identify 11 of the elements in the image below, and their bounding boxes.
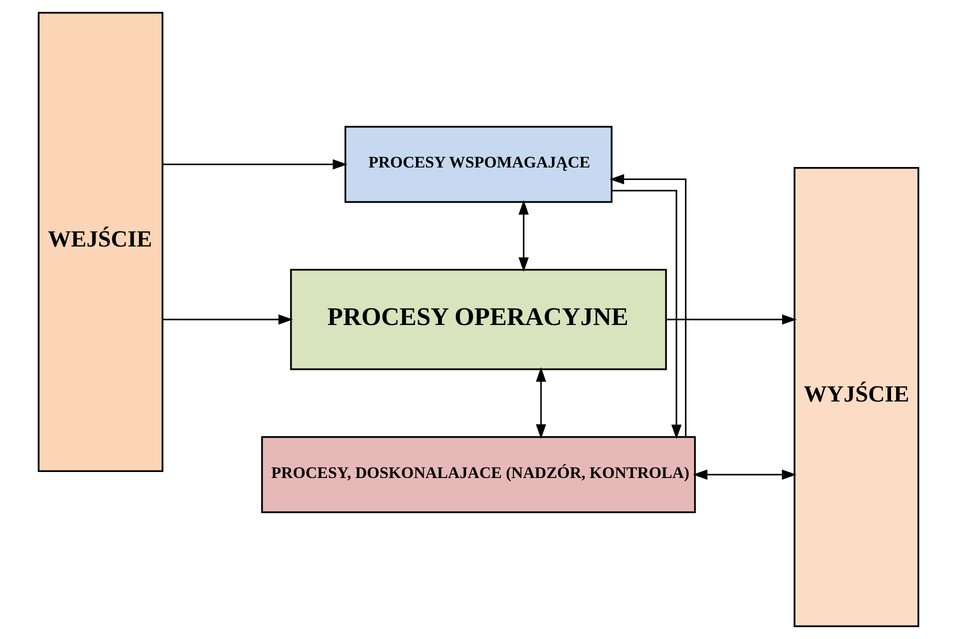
arrow <box>666 314 796 325</box>
node-box: PROCESY, DOSKONALAJACE (NADZÓR, KONTROLA) <box>260 436 696 514</box>
node-box: WYJŚCIE <box>793 167 919 628</box>
arrow <box>518 200 528 272</box>
node-box: PROCESY OPERACYJNE <box>290 268 666 370</box>
arrow <box>162 159 347 170</box>
node-box: PROCESY WSPOMAGAJĄCE <box>344 126 612 203</box>
arrow <box>692 470 796 480</box>
arrow <box>162 314 293 325</box>
arrow <box>535 367 546 439</box>
node-box: WEJŚCIE <box>37 12 163 472</box>
